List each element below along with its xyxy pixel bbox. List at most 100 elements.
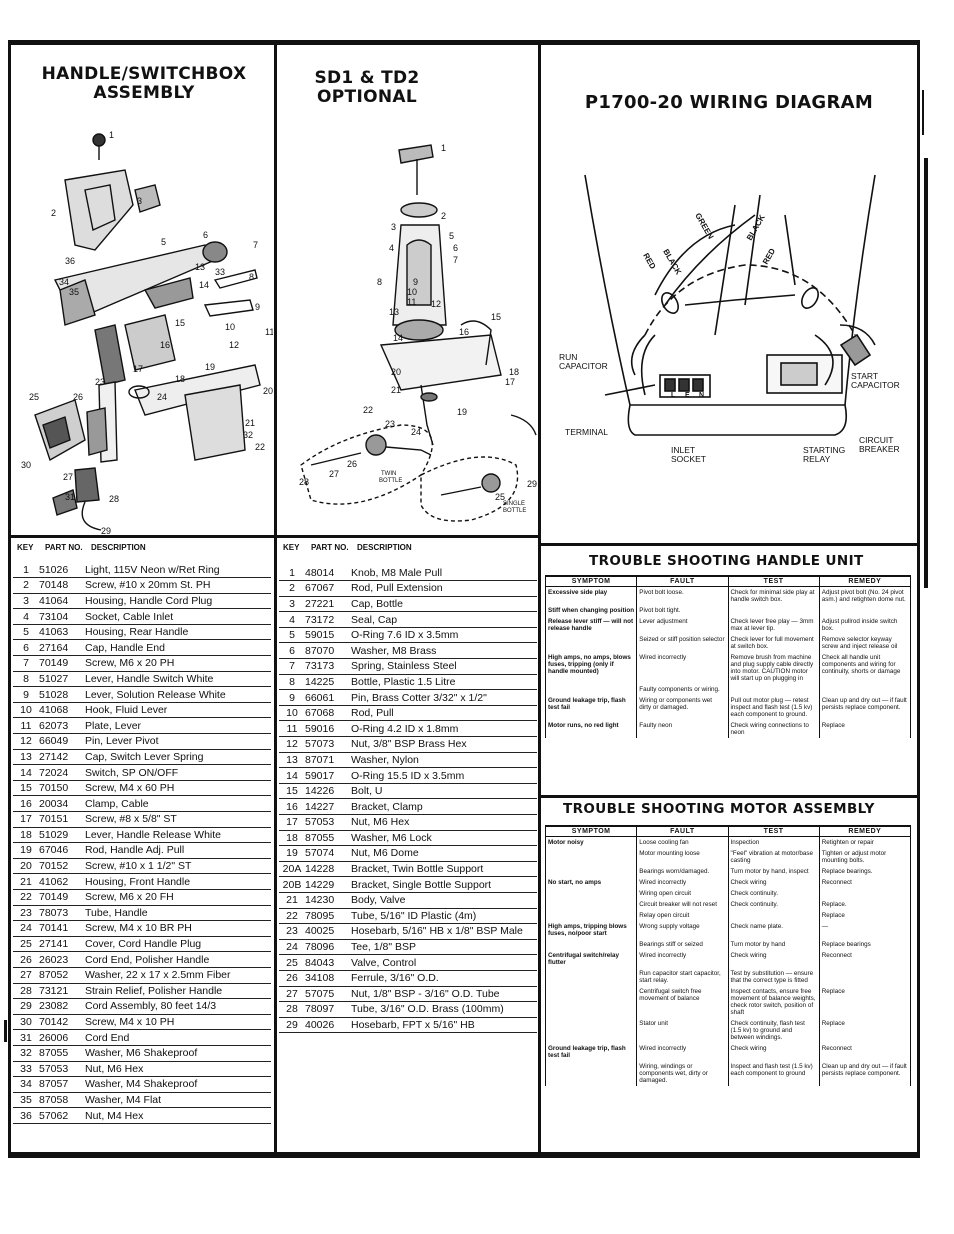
part-number: 27142 — [37, 749, 83, 766]
part-key: 26 — [279, 970, 303, 987]
remedy-cell: Retighten or repair — [818, 836, 912, 848]
part-key: 13 — [279, 752, 303, 769]
symptom-cell — [544, 634, 638, 652]
part-number: 27141 — [37, 936, 83, 953]
svg-text:13: 13 — [195, 262, 205, 272]
part-description: Cover, Cord Handle Plug — [83, 936, 271, 953]
ts-handle-title: TROUBLE SHOOTING HANDLE UNIT — [589, 553, 864, 569]
svg-text:SINGLE: SINGLE — [503, 501, 525, 507]
symptom-cell: No start, no amps — [544, 877, 638, 888]
svg-text:20: 20 — [391, 367, 401, 377]
test-cell: Check name plate. — [727, 921, 820, 939]
symptom-cell — [544, 866, 638, 877]
part-key: 23 — [13, 905, 37, 922]
part-description: Knob, M8 Male Pull — [349, 565, 537, 582]
part-description: Hosebarb, 5/16" HB x 1/8" BSP Male — [349, 923, 537, 940]
part-number: 70152 — [37, 858, 83, 875]
part-number: 70148 — [37, 577, 83, 594]
part-description: Tube, Handle — [83, 905, 271, 922]
ts-motor-section: TROUBLE SHOOTING MOTOR ASSEMBLY SYMPTOM … — [544, 801, 912, 1086]
ts-motor-title: TROUBLE SHOOTING MOTOR ASSEMBLY — [563, 801, 875, 817]
svg-text:32: 32 — [243, 430, 253, 440]
svg-text:RED: RED — [761, 247, 777, 266]
part-number: 78096 — [303, 939, 349, 956]
test-cell: Check continuity. — [727, 899, 820, 910]
svg-text:2: 2 — [441, 211, 446, 221]
part-key: 28 — [279, 1001, 303, 1018]
part-number: 57073 — [303, 736, 349, 753]
part-description: Housing, Handle Cord Plug — [83, 593, 271, 610]
test-cell: Turn motor by hand, inspect — [727, 866, 820, 877]
sd1-column: SD1 & TD2 OPTIONAL — [277, 45, 541, 1152]
symptom-cell: High amps, no amps, blows fuses, trippin… — [544, 652, 638, 684]
part-key: 8 — [279, 674, 303, 691]
svg-text:35: 35 — [69, 287, 79, 297]
remedy-cell: Replace — [818, 720, 912, 738]
scan-mark — [922, 90, 924, 135]
test-cell — [727, 910, 820, 921]
symptom-cell: Motor runs, no red light — [544, 720, 638, 738]
part-description: Nut, 3/8" BSP Brass Hex — [349, 736, 537, 753]
part-number: 14229 — [303, 876, 349, 893]
part-description: Cap, Switch Lever Spring — [83, 749, 271, 766]
part-description: Nut, M4 Hex — [83, 1107, 271, 1124]
part-key: 13 — [13, 749, 37, 766]
part-number: 67067 — [303, 580, 349, 597]
remedy-cell: Replace — [818, 986, 912, 1018]
part-description: Screw, #8 x 5/8" ST — [83, 811, 271, 828]
svg-text:7: 7 — [453, 255, 458, 265]
svg-text:26: 26 — [347, 459, 357, 469]
remedy-cell: Adjust pullrod inside switch box. — [818, 616, 912, 634]
part-key: 14 — [13, 764, 37, 781]
part-key: 24 — [13, 920, 37, 937]
svg-text:3: 3 — [137, 196, 142, 206]
part-number: 87055 — [37, 1045, 83, 1062]
fault-cell: Wiring open circuit — [636, 888, 729, 899]
svg-text:BREAKER: BREAKER — [859, 444, 900, 454]
part-description: Hosebarb, FPT x 5/16" HB — [349, 1017, 537, 1034]
symptom-cell — [544, 899, 638, 910]
svg-text:E: E — [685, 392, 690, 399]
part-number: 26023 — [37, 951, 83, 968]
part-key: 27 — [279, 986, 303, 1003]
svg-text:7: 7 — [253, 240, 258, 250]
test-cell: Check wiring connections to neon — [727, 720, 820, 738]
fault-cell: Relay open circuit — [636, 910, 729, 921]
part-key: 9 — [13, 686, 37, 703]
fault-cell: Motor mounting loose — [636, 848, 729, 866]
fault-cell: Wired incorrectly — [636, 950, 729, 968]
part-description: Bracket, Clamp — [349, 798, 537, 815]
svg-text:22: 22 — [363, 405, 373, 415]
test-cell: Check continuity. — [727, 888, 820, 899]
remedy-cell: Reconnect — [818, 877, 912, 888]
svg-text:36: 36 — [65, 256, 75, 266]
svg-text:18: 18 — [175, 374, 185, 384]
part-key: 16 — [279, 798, 303, 815]
part-description: Bottle, Plastic 1.5 Litre — [349, 674, 537, 691]
svg-text:BLACK: BLACK — [745, 213, 767, 242]
part-number: 14230 — [303, 892, 349, 909]
svg-text:29: 29 — [101, 526, 111, 535]
ts-handle-table: SYMPTOM FAULT TEST REMEDY Excessive side… — [544, 575, 912, 738]
part-key: 19 — [13, 842, 37, 859]
part-description: Tee, 1/8" BSP — [349, 939, 537, 956]
part-number: 67068 — [303, 705, 349, 722]
